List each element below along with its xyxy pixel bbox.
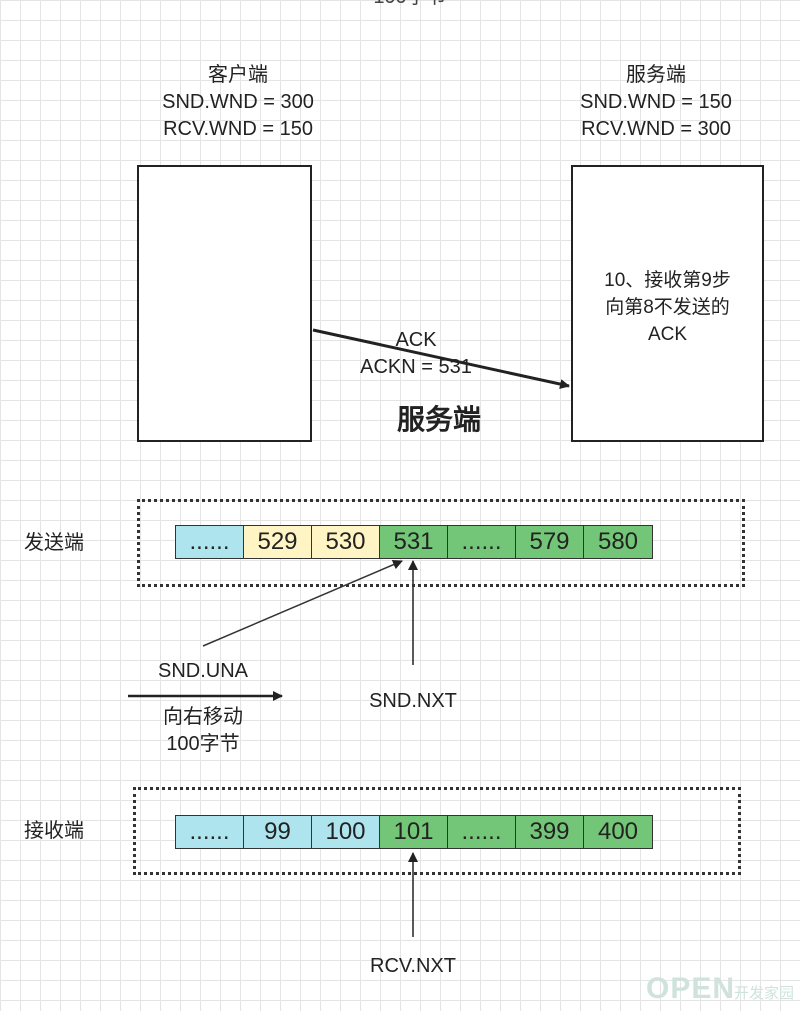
receiver-cell: 100 <box>312 816 380 848</box>
receiver-cell: 99 <box>244 816 312 848</box>
receiver-cell: ...... <box>448 816 516 848</box>
sender-cell: 529 <box>244 526 312 558</box>
receiver-cell: 400 <box>584 816 652 848</box>
server-snd-wnd: SND.WND = 150 <box>580 91 732 113</box>
snd-una-label: SND.UNA <box>157 660 248 682</box>
top-cut-text: 100字节 <box>360 0 460 11</box>
sender-cell: 579 <box>516 526 584 558</box>
snd-una-pointer-arrow <box>202 559 403 647</box>
receiver-cell: 101 <box>380 816 448 848</box>
sender-buffer: ...... 529 530 531 ...... 579 580 <box>175 525 653 559</box>
server-note-line-2: 向第8不发送的 <box>605 297 730 318</box>
sender-cell: 580 <box>584 526 652 558</box>
rcv-nxt-label: RCV.NXT <box>370 955 456 977</box>
watermark-subtext: 开发家园 <box>734 985 795 1002</box>
receiver-label: 接收端 <box>24 820 84 842</box>
ackn-label: ACKN = 531 <box>360 356 472 378</box>
receiver-cell: 399 <box>516 816 584 848</box>
move-right-label-1: 向右移动 <box>163 706 243 728</box>
watermark-logo: OPEN <box>646 972 736 1005</box>
receiver-buffer: ...... 99 100 101 ...... 399 400 <box>175 815 653 849</box>
server-box: 10、接收第9步 向第8不发送的 ACK <box>571 165 764 442</box>
client-title: 客户端 <box>208 64 268 86</box>
sender-frame <box>137 499 745 587</box>
server-title: 服务端 <box>626 64 686 86</box>
client-rcv-wnd: RCV.WND = 150 <box>163 118 313 140</box>
receiver-frame <box>133 787 741 875</box>
server-caption: 服务端 <box>396 404 481 435</box>
sender-label: 发送端 <box>24 532 84 554</box>
sender-cell: ...... <box>176 526 244 558</box>
move-right-label-2: 100字节 <box>166 733 240 755</box>
server-note-line-1: 10、接收第9步 <box>604 270 731 291</box>
client-box <box>137 165 312 442</box>
ack-arrow <box>312 328 570 389</box>
server-note-line-3: ACK <box>647 324 688 345</box>
sender-cell: ...... <box>448 526 516 558</box>
sender-cell: 530 <box>312 526 380 558</box>
ack-label: ACK <box>395 329 437 351</box>
snd-nxt-label: SND.NXT <box>369 690 457 712</box>
server-rcv-wnd: RCV.WND = 300 <box>581 118 731 140</box>
sender-cell: 531 <box>380 526 448 558</box>
client-snd-wnd: SND.WND = 300 <box>162 91 314 113</box>
receiver-cell: ...... <box>176 816 244 848</box>
